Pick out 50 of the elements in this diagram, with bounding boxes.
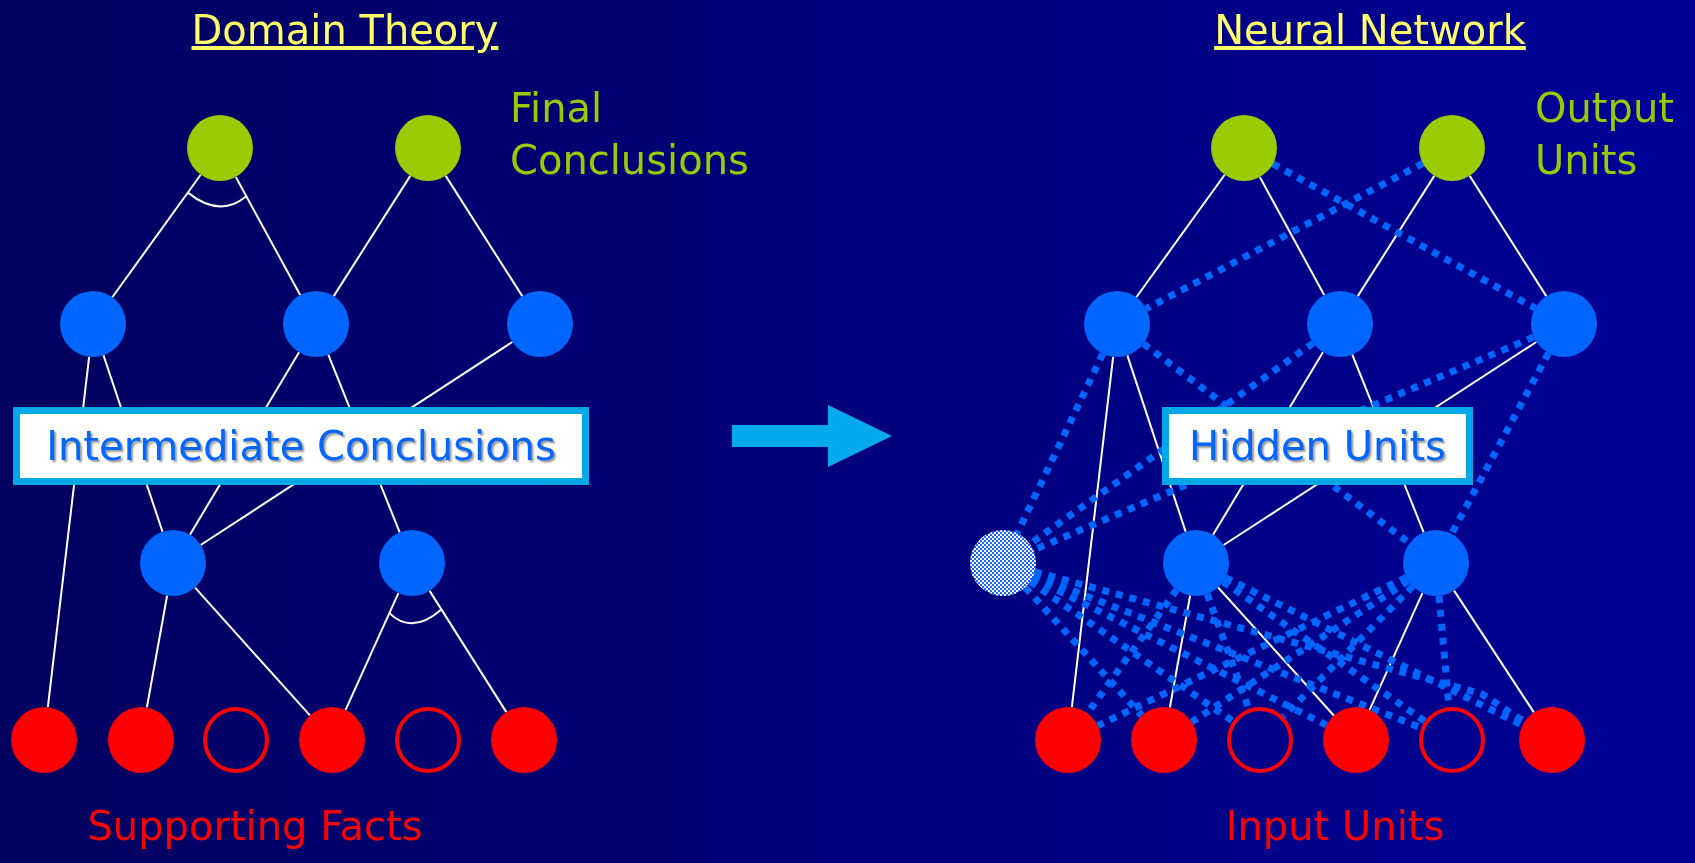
- hidden-node: [1163, 530, 1229, 596]
- hollow-input-node: [1419, 707, 1485, 773]
- hidden-node: [1403, 530, 1469, 596]
- heading: Neural Network: [1214, 7, 1526, 53]
- dotted-connection: [1189, 578, 1411, 725]
- hatched-node: [970, 530, 1036, 596]
- dotted-connection: [1271, 160, 1537, 312]
- connection-line: [1468, 174, 1548, 298]
- input-node: [1323, 707, 1389, 773]
- dotted-connection: [1224, 574, 1524, 729]
- dotted-connection: [1022, 585, 1145, 718]
- label-box: Intermediate Conclusions: [13, 407, 589, 485]
- hidden-node: [1531, 291, 1597, 357]
- group-label: Supporting Facts: [87, 803, 423, 849]
- dotted-connection: [1028, 578, 1235, 725]
- connection-line: [1356, 174, 1436, 298]
- dotted-connection: [1448, 351, 1552, 536]
- connection-line: [1368, 592, 1424, 711]
- connection-line: [332, 174, 412, 298]
- hollow-input-node: [1227, 707, 1293, 773]
- hollow-input-node: [395, 707, 461, 773]
- connection-line: [1258, 175, 1326, 297]
- hollow-input-node: [203, 707, 269, 773]
- connection-line: [1135, 173, 1226, 299]
- input-node: [1131, 707, 1197, 773]
- connection-line: [234, 175, 302, 297]
- hidden-node: [140, 530, 206, 596]
- dotted-connection: [1280, 583, 1416, 720]
- connection-line: [1126, 354, 1187, 533]
- heading: Domain Theory: [191, 7, 499, 53]
- connection-line: [145, 594, 169, 709]
- connection-line: [111, 173, 202, 299]
- dotted-connection: [1221, 578, 1427, 725]
- connection-line: [1168, 594, 1192, 709]
- connection-line: [444, 174, 524, 298]
- dotted-connection: [1096, 574, 1408, 729]
- dotted-connection: [1144, 160, 1425, 312]
- label-box: Hidden Units: [1162, 407, 1473, 485]
- dotted-connection: [1014, 352, 1106, 535]
- connection-line: [428, 589, 508, 714]
- connection-line: [194, 586, 311, 717]
- connection-line: [1453, 589, 1535, 714]
- connection-line: [1070, 355, 1115, 709]
- connection-line: [344, 592, 400, 711]
- group-label: Input Units: [1225, 803, 1445, 849]
- hidden-node: [1307, 291, 1373, 357]
- hidden-node: [1084, 291, 1150, 357]
- connection-line: [1217, 586, 1335, 717]
- group-label: Final Conclusions: [510, 85, 749, 183]
- group-label: Output Units: [1535, 85, 1674, 183]
